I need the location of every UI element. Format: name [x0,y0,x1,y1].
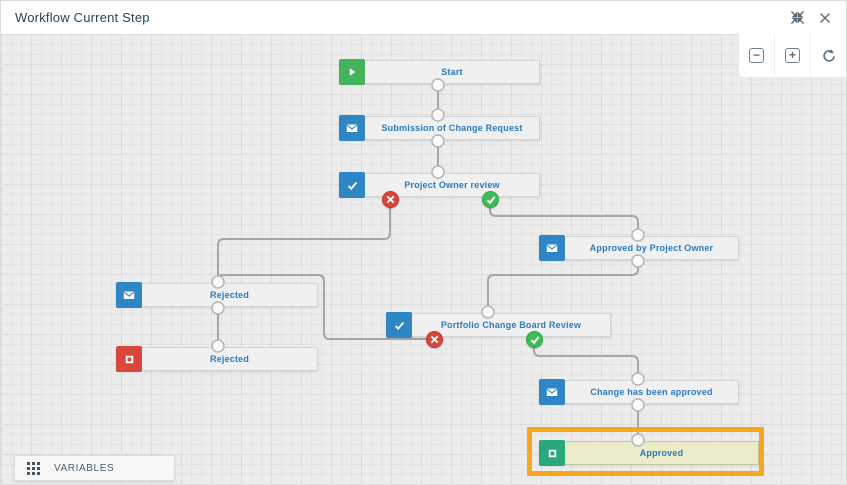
variables-label: VARIABLES [54,462,115,474]
edge-review-reject-to-rejected [217,206,391,282]
workflow-node-change-has-been-approved[interactable]: Change has been approved [539,379,739,405]
reset-zoom-icon [822,48,835,62]
workflow-node-rejected-end[interactable]: Rejected [116,346,318,372]
node-label: Change has been approved [565,380,739,404]
variables-panel[interactable]: VARIABLES [14,455,175,481]
zoom-in-button[interactable]: + [775,34,811,77]
widget-header: Workflow Current Step [1,1,846,34]
mail-icon [539,235,565,261]
play-icon [339,59,365,85]
reject-outcome-icon [426,331,443,348]
workflow-node-submission[interactable]: Submission of Change Request [339,115,540,141]
workflow-node-rejected-notification[interactable]: Rejected [116,282,318,308]
zoom-out-icon: − [749,48,764,63]
collapse-icon[interactable] [788,9,806,27]
approve-outcome-icon [482,191,499,208]
workflow-node-project-owner-review[interactable]: Project Owner review [339,172,540,198]
workflow-node-approved-by-project-owner[interactable]: Approved by Project Owner [539,235,739,261]
mail-icon [539,379,565,405]
check-icon [339,172,365,198]
stop-icon [116,346,142,372]
mail-icon [339,115,365,141]
node-label: Rejected [142,347,318,371]
workflow-canvas[interactable]: Start Submission of Change Request Proje… [1,34,846,485]
node-label: Approved [565,441,759,465]
node-label: Approved by Project Owner [565,236,739,260]
zoom-toolbar: − + [738,34,846,78]
node-label: Submission of Change Request [365,116,540,140]
mail-icon [116,282,142,308]
edge-approvedpo-to-portfolio [487,261,639,312]
workflow-node-approved-end[interactable]: Approved [539,440,759,466]
check-icon [386,312,412,338]
node-label: Start [365,60,540,84]
node-label: Portfolio Change Board Review [412,313,611,337]
approve-outcome-icon [526,331,543,348]
grid-icon [27,461,40,475]
workflow-node-start[interactable]: Start [339,59,540,85]
workflow-node-portfolio-change-board-review[interactable]: Portfolio Change Board Review [386,312,611,338]
zoom-out-button[interactable]: − [739,34,775,77]
page-title: Workflow Current Step [15,10,150,25]
edge-review-approve-to-approvedpo [489,206,639,235]
reject-outcome-icon [382,191,399,208]
edge-portfolio-approve-to-changeapproved [533,346,639,379]
zoom-in-icon: + [785,48,800,63]
close-icon[interactable] [816,9,834,27]
reset-zoom-button[interactable] [811,34,846,77]
stop-icon [539,440,565,466]
current-step-highlight [527,427,764,476]
node-label: Rejected [142,283,318,307]
